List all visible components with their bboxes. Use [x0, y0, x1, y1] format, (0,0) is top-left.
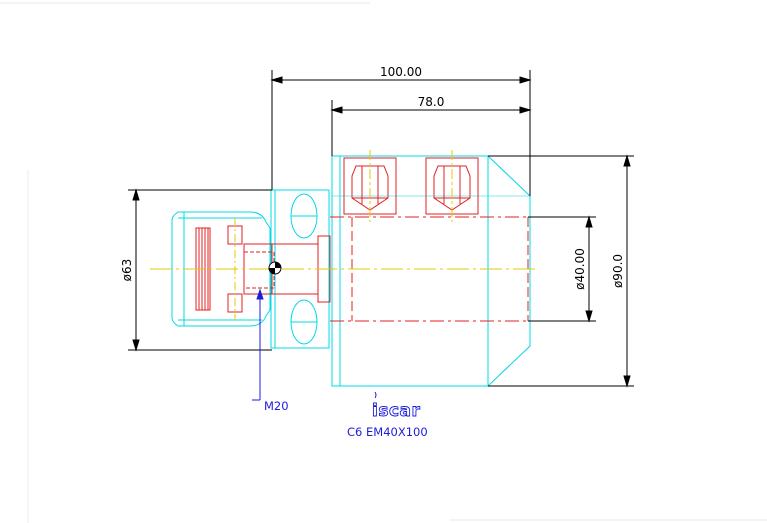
dim-90-text: ø90.0 [611, 254, 625, 288]
dim-78-text: 78.0 [418, 95, 445, 109]
hidden-geometry [195, 157, 529, 322]
center-marker [268, 261, 282, 275]
dim-100-text: 100.00 [380, 65, 422, 79]
m20-callout: M20 [264, 399, 289, 413]
clamp-screw-2-head [433, 165, 471, 211]
m20-leader-arrow [256, 288, 264, 300]
dim-63-text: ø63 [120, 259, 134, 282]
part-designation: C6 EM40X100 [347, 425, 428, 439]
center-lines [150, 150, 535, 320]
iscar-logo-text: iscar [372, 401, 420, 421]
m20-leader [252, 288, 264, 401]
dim-100-arrows [270, 76, 532, 84]
iscar-logo-mark [374, 391, 377, 399]
collet-nut-outline [171, 211, 271, 327]
iscar-logo: iscar [372, 391, 420, 421]
dimension-lines [128, 70, 634, 388]
dim-40-arrows [585, 215, 593, 323]
clamp-screw-1-head [351, 165, 389, 211]
dim-90-arrows [623, 154, 631, 388]
part-outline [171, 155, 531, 387]
dim-78-arrows [330, 106, 532, 114]
dim-40-text: ø40.00 [573, 248, 587, 290]
dim-63-arrows [132, 188, 140, 352]
